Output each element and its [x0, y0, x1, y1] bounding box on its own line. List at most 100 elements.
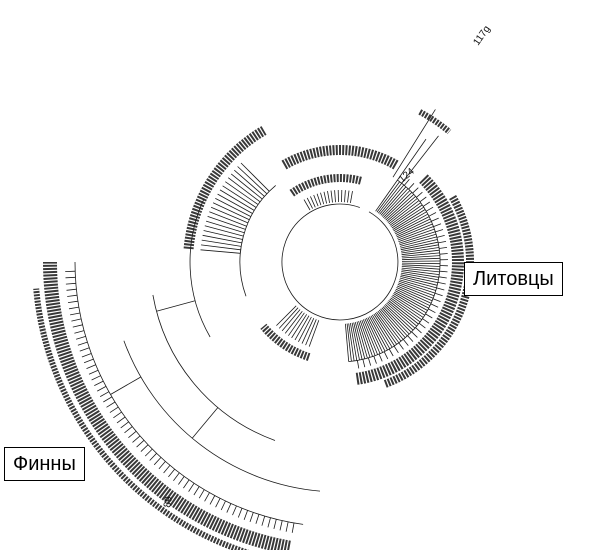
- lithuanian-twig: [428, 212, 437, 217]
- lithuanian-branch: [389, 298, 421, 323]
- lithuanian-branch: [397, 284, 434, 299]
- bottom-cluster-branch: [301, 318, 315, 344]
- lithuanian-twig: [422, 201, 431, 207]
- lithuanian-branch: [401, 247, 439, 254]
- lithuanian-branch: [345, 323, 350, 362]
- finn-arc-3: [74, 261, 304, 525]
- finn-leaf-branch: [86, 364, 96, 369]
- leaf-dense-arcs: [33, 109, 475, 550]
- lithuanian-branch: [397, 285, 433, 302]
- lithuanian-twig: [388, 348, 394, 357]
- lithuanian-leaf-band: [355, 174, 464, 385]
- lithuanian-branch: [371, 314, 393, 348]
- mid-left-branch: [217, 193, 253, 214]
- mid-left-branch: [222, 185, 257, 208]
- bottom-cluster-leaf: [260, 323, 311, 361]
- lithuanian-twig: [438, 241, 447, 244]
- finn-leaf-branch: [74, 330, 85, 334]
- mid-left-branch: [209, 211, 247, 227]
- finn-leaf-branch: [140, 444, 149, 452]
- finn-leaf-branch: [75, 336, 86, 340]
- finn-leaf-branch: [109, 406, 119, 413]
- finn-leaf-branch: [249, 512, 254, 523]
- finn-leaf-band-outer: [33, 288, 250, 550]
- mid-left-branch: [227, 177, 261, 203]
- lithuanian-branch: [391, 296, 424, 318]
- top-cluster-branch: [303, 199, 311, 211]
- finn-leaf-branch: [193, 486, 200, 496]
- lithuanian-branch: [399, 279, 437, 291]
- lithuanian-branch: [377, 310, 402, 342]
- lithuanian-twig: [403, 179, 410, 186]
- finn-leaf-branch: [65, 282, 76, 285]
- lithuanian-branch: [380, 186, 407, 216]
- lithuanian-branch: [395, 288, 431, 307]
- lithuanian-branch: [381, 188, 409, 217]
- finn-leaf-branch: [132, 435, 141, 443]
- top-cluster-branch: [313, 194, 319, 207]
- bottom-cluster-branch: [298, 316, 312, 342]
- lithuanian-branch: [375, 179, 398, 212]
- lithuanian-twig: [393, 345, 399, 354]
- mid-left-branch: [202, 234, 242, 244]
- lithuanian-branch: [356, 321, 368, 359]
- lithuanian-branch: [390, 204, 423, 227]
- lithuanian-branch: [385, 304, 414, 331]
- finn-leaf-branch: [79, 347, 90, 352]
- lithuanian-branch: [398, 282, 435, 297]
- finn-leaf-branch: [198, 489, 205, 499]
- lithuanian-branch: [362, 319, 378, 355]
- lithuanian-branch: [379, 184, 405, 215]
- bottom-cluster-branch: [281, 309, 301, 332]
- finn-leaf-branch: [204, 492, 210, 502]
- lithuanian-branch: [383, 190, 411, 218]
- mid-left-leaf-band: [183, 126, 267, 250]
- mid-left-branch: [200, 249, 241, 254]
- lithuanian-branch: [382, 306, 410, 335]
- mid-left-branch: [219, 189, 255, 211]
- lithuanian-twig: [412, 187, 419, 194]
- lithuanian-branch: [401, 262, 441, 265]
- top-cluster-leaf: [289, 174, 363, 197]
- lithuanian-twig: [383, 351, 389, 360]
- lithuanian-twig: [373, 355, 377, 364]
- top-cluster-branch: [323, 191, 327, 204]
- finn-leaf-branch: [106, 401, 116, 408]
- bottom-cluster-branch: [284, 310, 303, 334]
- finn-leaf-branch: [97, 386, 107, 392]
- lithuanian-branch: [395, 218, 431, 236]
- lithuanian-branch: [351, 322, 360, 361]
- lithuanian-twig: [430, 303, 439, 308]
- finn-leaf-branch: [178, 476, 185, 485]
- finn-leaf-branch: [144, 448, 153, 457]
- mid-left-branch: [203, 230, 243, 240]
- lithuanian-branch: [391, 206, 424, 229]
- tree-branches: [65, 109, 449, 533]
- lithuanian-branch: [401, 266, 440, 270]
- lithuanian-branch: [399, 236, 437, 247]
- lithuanian-branch: [390, 297, 422, 321]
- finn-link-3: [110, 376, 142, 395]
- lithuanian-twig: [398, 342, 404, 350]
- finn-leaf-branch: [91, 375, 101, 381]
- lithuanian-branch: [376, 181, 400, 213]
- finn-leaf-branch: [291, 522, 295, 533]
- lithuanian-branch: [400, 239, 438, 249]
- lithuanian-twig: [435, 229, 444, 233]
- finn-leaf-branch: [113, 411, 122, 419]
- finn-leaf-branch: [226, 503, 232, 513]
- lithuanian-branch: [401, 244, 439, 252]
- mid-left-branch: [234, 169, 265, 197]
- top-cluster-branch: [306, 197, 313, 209]
- lithuanian-twig: [431, 217, 439, 222]
- lithuanian-branch: [376, 311, 400, 344]
- lithuanian-twig: [438, 276, 447, 279]
- lithuanian-branch: [385, 194, 414, 221]
- lithuanian-twig: [378, 353, 383, 362]
- lithuanian-branch: [400, 276, 438, 286]
- finn-leaf-branch: [120, 421, 129, 429]
- finn-leaf-branch: [267, 517, 271, 528]
- mid-left-arc: [239, 185, 276, 297]
- top-cluster-branch: [334, 190, 336, 203]
